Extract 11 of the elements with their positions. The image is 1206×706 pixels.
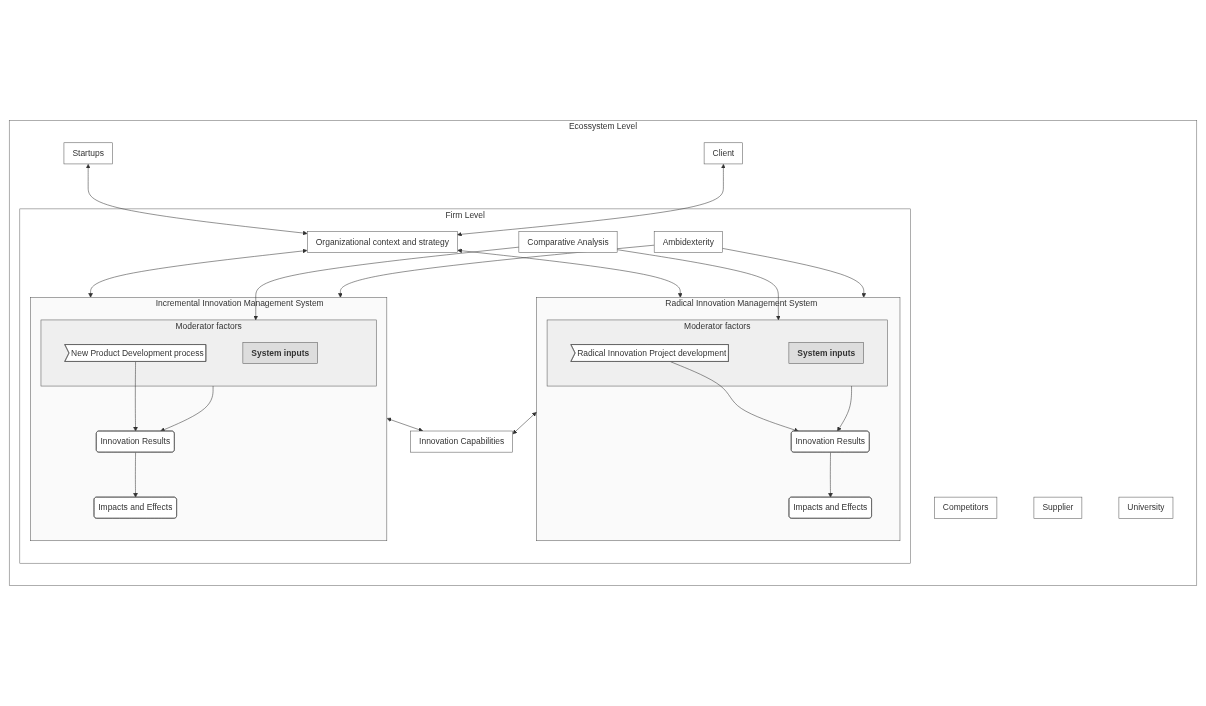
node-box: University: [1118, 496, 1174, 519]
node-box: Organizational context and strategy: [307, 231, 458, 253]
node-box: Ambidexterity: [653, 231, 723, 253]
node-box: Competitors: [934, 496, 998, 519]
node-box: System inputs: [788, 342, 864, 364]
node-box: Supplier: [1033, 496, 1083, 519]
node-box: Startups: [63, 142, 113, 165]
node-box: Comparative Analysis: [518, 231, 618, 253]
node-box: Innovation Capabilities: [410, 430, 513, 453]
node-box: Client: [703, 142, 743, 165]
node-box: System inputs: [242, 342, 318, 364]
